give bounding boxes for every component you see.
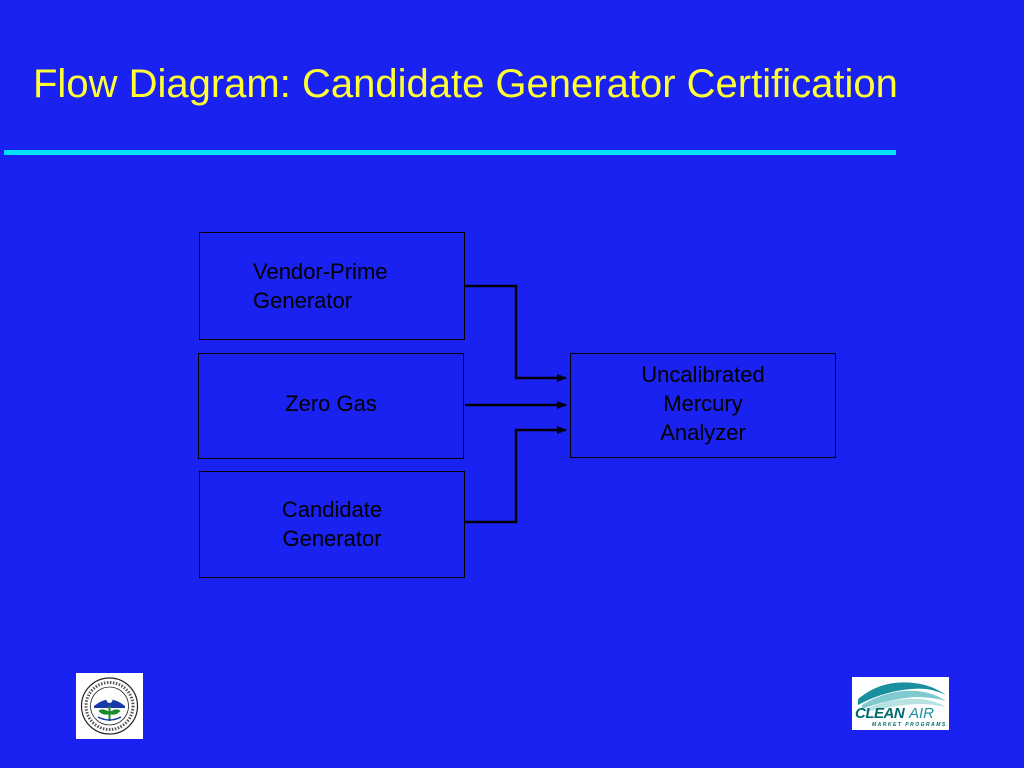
node-zero-gas: Zero Gas: [198, 353, 464, 459]
edge-candidate-to-analyzer: [465, 426, 567, 524]
clean-air-word-air: AIR: [909, 705, 935, 722]
node-label-line: Zero Gas: [285, 391, 377, 416]
node-label-line: Vendor-Prime: [253, 259, 388, 284]
node-label-line: Uncalibrated: [641, 362, 765, 387]
node-label-line: Generator: [282, 526, 382, 551]
node-candidate-generator: Candidate Generator: [199, 471, 465, 578]
node-label-line: Candidate: [281, 497, 383, 522]
node-label-line: Mercury: [663, 391, 743, 416]
node-label-line: Generator: [253, 288, 353, 313]
clean-air-logo-icon: CLEAN AIR MARKET PROGRAMS: [852, 677, 949, 730]
node-label-line: Analyzer: [660, 420, 746, 445]
node-uncalibrated-mercury-analyzer: Uncalibrated Mercury Analyzer: [570, 353, 836, 458]
edge-vendor-to-analyzer: [465, 284, 567, 382]
title-divider: [4, 150, 896, 155]
epa-seal-icon: [76, 673, 143, 739]
clean-air-tagline: MARKET PROGRAMS: [872, 722, 947, 728]
clean-air-word-clean: CLEAN: [855, 705, 905, 722]
page-title: Flow Diagram: Candidate Generator Certif…: [33, 62, 898, 106]
node-vendor-prime-generator: Vendor-Prime Generator: [199, 232, 465, 340]
